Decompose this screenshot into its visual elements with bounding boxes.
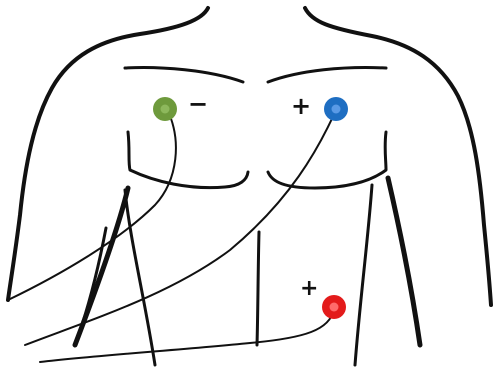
left-leg-polarity-sign: + bbox=[300, 278, 318, 300]
right-pectoral bbox=[268, 132, 386, 188]
left-arm-inner-line-2 bbox=[75, 228, 106, 345]
left-leg-electrode bbox=[322, 295, 346, 319]
left-flank bbox=[125, 190, 155, 365]
left-arm-polarity-sign: + bbox=[291, 94, 311, 118]
left-pectoral bbox=[128, 132, 248, 188]
lead-wire-left-arm bbox=[25, 110, 336, 345]
left-arm-electrode bbox=[324, 97, 348, 121]
right-arm-inner-line bbox=[388, 178, 420, 345]
right-arm-electrode bbox=[153, 97, 177, 121]
right-clavicle bbox=[268, 68, 386, 82]
abdominal-midline bbox=[257, 232, 259, 345]
right-neck-shoulder-line bbox=[305, 8, 491, 305]
left-clavicle bbox=[125, 68, 243, 82]
right-flank bbox=[355, 185, 372, 365]
right-arm-polarity-sign: − bbox=[188, 92, 208, 116]
